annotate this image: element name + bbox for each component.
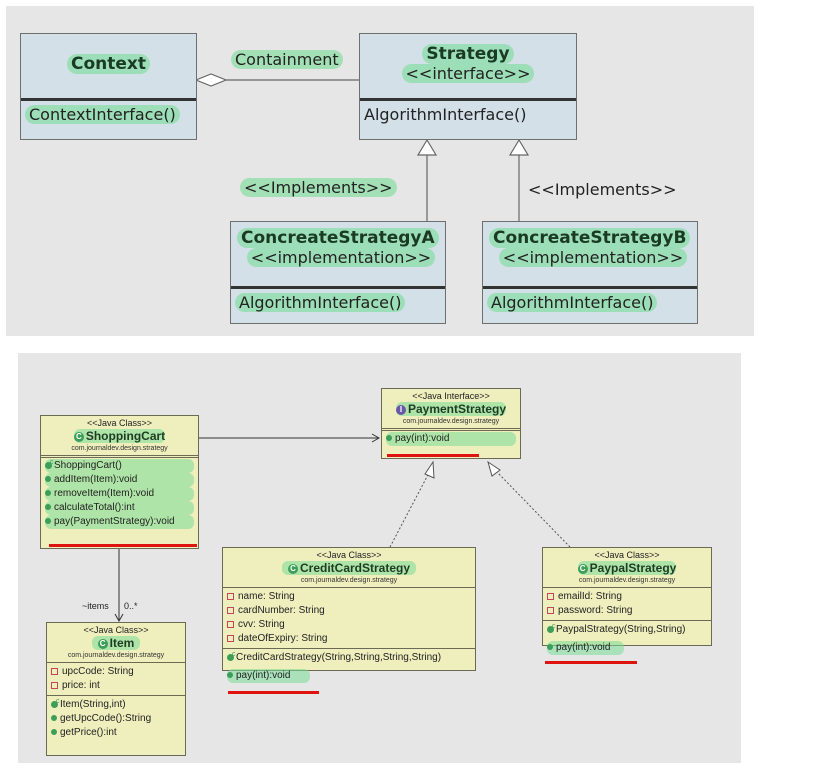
context-class-name: Context [66,54,150,74]
strategy-interface-box: Strategy <<interface>> AlgorithmInterfac… [359,33,577,140]
concrete-strategy-a-operation: AlgorithmInterface() [235,293,406,312]
credit-card-field: name: String [238,591,295,602]
paypal-field: password: String [558,605,633,616]
private-field-icon [51,681,58,689]
item-method: Item(String,int) [60,699,126,710]
concrete-strategy-b-box: ConcreateStrategyB <<implementation>> Al… [482,221,698,324]
credit-card-field: dateOfExpiry: String [238,633,328,644]
paypal-method: pay(int):void [556,642,611,653]
public-method-icon [45,504,51,511]
pay-method-underline [228,691,319,694]
paypal-stereotype: <<Java Class>> [594,550,660,560]
private-field-icon [547,606,554,614]
constructor-icon [45,456,54,470]
shopping-cart-stereotype: <<Java Class>> [86,418,153,428]
credit-card-field: cardNumber: String [238,605,325,616]
credit-card-method: pay(int):void [236,670,291,681]
paypal-package: com.journaldev.design.strategy [578,577,676,584]
pay-method-underline [545,661,637,664]
item-name: Item [109,636,135,650]
concrete-strategy-b-name: ConcreateStrategyB [489,228,691,248]
private-field-icon [227,606,234,614]
shopping-cart-method: pay(PaymentStrategy):void [54,516,175,527]
public-method-icon [227,672,233,679]
context-class-box: Context ContextInterface() [20,33,197,140]
public-method-icon [547,644,553,651]
paypal-field: emailId: String [558,591,622,602]
public-method-icon [51,729,57,736]
class-icon: C [287,563,298,574]
credit-card-name: CreditCardStrategy [299,561,411,575]
public-method-icon [45,490,51,497]
shopping-cart-method: addItem(Item):void [54,474,138,485]
strategy-operation: AlgorithmInterface() [364,105,527,124]
context-operation: ContextInterface() [25,105,180,124]
credit-card-stereotype: <<Java Class>> [316,550,382,560]
payment-strategy-method: pay(int):void [395,433,450,444]
private-field-icon [227,634,234,642]
constructor-icon [547,620,556,634]
concrete-strategy-a-box: ConcreateStrategyA <<implementation>> Al… [230,221,446,324]
constructor-icon [51,695,60,709]
credit-card-field: cvv: String [238,619,285,630]
containment-label: Containment [231,50,343,69]
paypal-name: PaypalStrategy [589,561,677,575]
item-field: price: int [62,680,100,691]
concrete-strategy-a-name: ConcreateStrategyA [237,228,439,248]
credit-card-method: CreditCardStrategy(String,String,String,… [236,652,442,663]
private-field-icon [51,667,58,675]
credit-card-package: com.journaldev.design.strategy [300,577,398,584]
public-method-icon [45,518,51,525]
shopping-cart-name: ShoppingCart [85,429,166,443]
shopping-cart-method: removeItem(Item):void [54,488,155,499]
public-method-icon [45,476,51,483]
association-multiplicity-label: 0..* [124,601,138,611]
class-icon: C [577,563,588,574]
implements-label-b: <<Implements>> [528,180,677,199]
concrete-strategy-b-stereotype: <<implementation>> [498,248,688,267]
item-package: com.journaldev.design.strategy [67,652,165,659]
interface-icon: I [395,404,406,415]
item-field: upcCode: String [62,666,134,677]
class-icon: C [73,431,84,442]
pay-method-underline [387,454,479,457]
shopping-cart-method: calculateTotal():int [54,502,135,513]
concrete-strategy-a-stereotype: <<implementation>> [246,248,436,267]
strategy-interface-name: Strategy [422,44,514,64]
private-field-icon [547,592,554,600]
association-role-label: ~items [82,601,109,611]
shopping-cart-method: ShoppingCart() [54,460,122,471]
private-field-icon [227,592,234,600]
constructor-icon [227,648,236,662]
class-icon: C [97,638,108,649]
payment-strategy-package: com.journaldev.design.strategy [402,418,500,425]
payment-strategy-stereotype: <<Java Interface>> [412,391,490,401]
concrete-strategy-b-operation: AlgorithmInterface() [487,293,658,312]
strategy-stereotype: <<interface>> [401,64,535,83]
payment-strategy-name: PaymentStrategy [407,402,507,416]
item-method: getUpcCode():String [60,713,152,724]
item-method: getPrice():int [60,727,117,738]
public-method-icon [51,715,57,722]
item-stereotype: <<Java Class>> [83,625,149,635]
pay-method-underline [49,544,197,547]
public-method-icon [386,435,392,442]
paypal-method: PaypalStrategy(String,String) [556,624,686,635]
shopping-cart-package: com.journaldev.design.strategy [71,445,168,452]
implements-label-a: <<Implements>> [240,178,397,197]
private-field-icon [227,620,234,628]
